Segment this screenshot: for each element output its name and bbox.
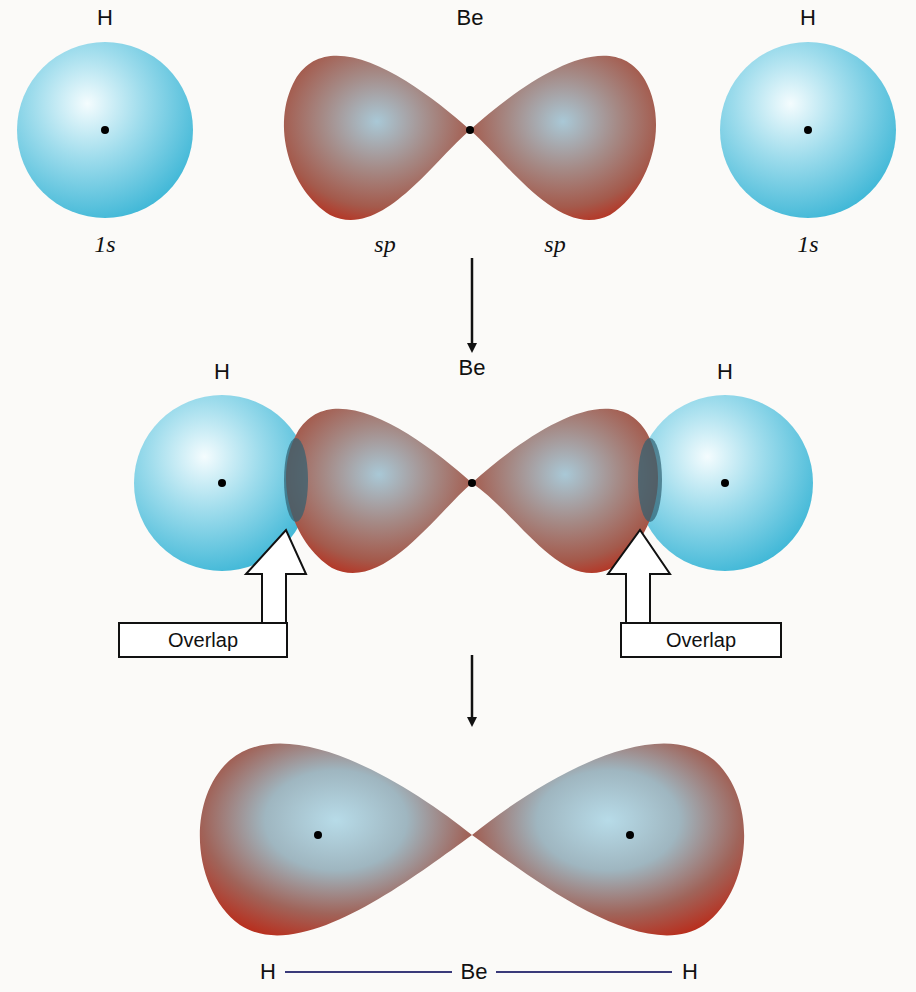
orbital-label: sp bbox=[544, 231, 565, 257]
bond-orbital bbox=[472, 744, 744, 936]
overlap-region bbox=[638, 438, 662, 522]
atom-label: H bbox=[97, 6, 113, 30]
orbital-label: sp bbox=[374, 231, 395, 257]
atom-label: H bbox=[800, 6, 816, 30]
callout-text: Overlap bbox=[666, 629, 736, 652]
callout-text: Overlap bbox=[168, 629, 238, 652]
orbital-label: 1s bbox=[94, 231, 115, 257]
atom-label: Be bbox=[459, 356, 486, 380]
h-1s-orbital bbox=[720, 42, 896, 218]
h-1s-orbital bbox=[17, 42, 193, 218]
callout-arrow bbox=[246, 530, 306, 628]
callout-box: Overlap bbox=[118, 622, 288, 658]
bond-line bbox=[285, 971, 452, 973]
step-arrow bbox=[471, 258, 474, 348]
bond-line bbox=[496, 971, 672, 973]
sp-lobe bbox=[286, 409, 472, 573]
h-1s-orbital bbox=[637, 395, 813, 571]
step-arrow bbox=[471, 655, 474, 722]
orbital-label: 1s bbox=[797, 231, 818, 257]
callout-box: Overlap bbox=[620, 622, 782, 658]
atom-label: H bbox=[214, 360, 230, 384]
overlap-region bbox=[284, 438, 308, 522]
atom-label: Be bbox=[461, 960, 488, 984]
bond-orbital bbox=[200, 744, 472, 936]
callout-arrow bbox=[608, 530, 670, 628]
sp-lobe bbox=[284, 56, 470, 220]
atom-label: H bbox=[682, 960, 698, 984]
atom-label: Be bbox=[457, 6, 484, 30]
sp-lobe bbox=[470, 56, 656, 220]
atom-label: H bbox=[260, 960, 276, 984]
atom-label: H bbox=[717, 360, 733, 384]
